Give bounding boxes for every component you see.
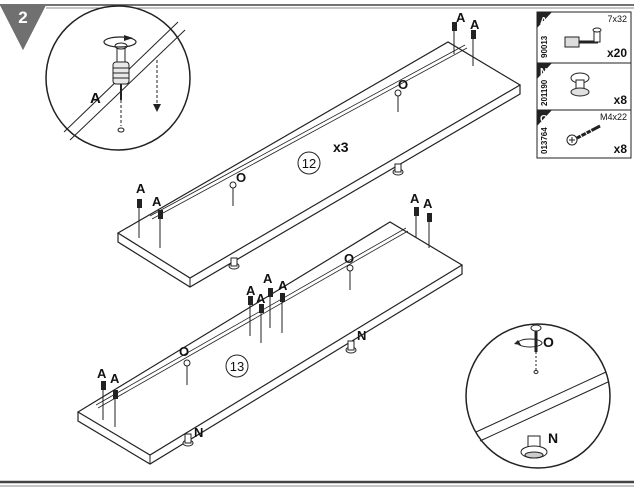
- step-badge: 2: [0, 5, 46, 50]
- cam-dowel-icon: [414, 207, 419, 238]
- callout-a: A: [263, 271, 273, 286]
- screw-icon: [346, 264, 354, 290]
- leveler-foot-icon: [228, 257, 240, 270]
- rotate-arrow-icon: [103, 35, 137, 48]
- down-arrow-icon: [153, 60, 161, 112]
- cam-dowel-icon: [101, 381, 106, 420]
- callout-o: O: [179, 344, 189, 359]
- cam-dowel-icon: [268, 288, 273, 328]
- leveler-foot-icon: [392, 163, 404, 176]
- screw-icon: [394, 89, 402, 112]
- callout-a: A: [152, 194, 162, 209]
- part-qty: x8: [614, 142, 628, 156]
- callout-o: O: [398, 77, 408, 92]
- part-size: 7x32: [607, 14, 627, 24]
- callout-a: A: [110, 371, 120, 386]
- panel-13: 13: [76, 221, 464, 465]
- part-code: 90013: [540, 35, 549, 58]
- callout-a: A: [97, 366, 107, 381]
- screw-icon: [566, 124, 601, 146]
- cam-dowel-icon: [112, 42, 130, 133]
- leveler-foot-icon: [345, 340, 357, 354]
- part-letter: N: [540, 67, 547, 78]
- cam-dowel-icon: [564, 27, 602, 48]
- cam-dowel-icon: [280, 293, 285, 333]
- callout-a: A: [410, 191, 420, 206]
- callout-a: A: [90, 90, 101, 107]
- callout-a: A: [256, 291, 266, 306]
- callout-a: A: [470, 17, 480, 32]
- callout-a: A: [456, 10, 466, 25]
- cam-dowel-icon: [113, 390, 118, 427]
- part-code: 201190: [540, 79, 549, 106]
- callout-n: N: [548, 430, 558, 446]
- callout-o: O: [236, 170, 246, 185]
- cam-dowel-icon: [248, 296, 253, 336]
- dowel-detail-circle: A: [45, 5, 191, 151]
- panel-number: 13: [230, 359, 244, 374]
- panel-number: 12: [302, 156, 316, 171]
- callout-o: O: [344, 251, 354, 266]
- callout-a: A: [423, 196, 433, 211]
- part-letter: A: [540, 16, 547, 27]
- part-letter: O: [540, 114, 548, 125]
- part-qty: x20: [607, 46, 627, 60]
- leveler-foot-icon: [182, 433, 194, 447]
- screw-icon: [183, 359, 191, 385]
- fittings: A A O O A A A A O A A A A O A A: [97, 10, 480, 440]
- panel-12: 12 x3: [116, 41, 522, 288]
- callout-a: A: [136, 181, 146, 196]
- panel-multiplier: x3: [333, 139, 349, 155]
- parts-legend: A 90013 7x32 x20 N 201190 x8: [536, 11, 632, 159]
- cam-dowel-icon: [452, 22, 457, 54]
- rotate-arrow-icon: [514, 338, 543, 348]
- cam-dowel-icon: [158, 210, 163, 248]
- part-o-box: O 013764 M4x22 x8: [536, 109, 632, 159]
- callout-n: N: [194, 425, 203, 440]
- part-n-box: N 201190 x8: [536, 62, 632, 111]
- leveler-foot-icon: [520, 435, 548, 459]
- cam-dowel-icon: [471, 30, 476, 66]
- cam-dowel-icon: [259, 304, 264, 343]
- part-code: 013764: [540, 127, 549, 154]
- callout-a: A: [246, 283, 256, 298]
- callout-o: O: [543, 334, 554, 350]
- part-size: M4x22: [600, 112, 627, 122]
- part-qty: x8: [614, 93, 628, 107]
- screw-icon: [229, 181, 237, 206]
- foot-detail-circle: O N: [465, 323, 611, 469]
- part-a-box: A 90013 7x32 x20: [536, 11, 632, 64]
- step-number: 2: [18, 8, 27, 27]
- cam-dowel-icon: [427, 213, 432, 248]
- cam-dowel-icon: [137, 199, 142, 238]
- leveler-foot-icon: [570, 72, 590, 97]
- page-border: [0, 4, 634, 487]
- callout-n: N: [357, 328, 366, 343]
- screw-icon: [530, 324, 542, 374]
- callout-a: A: [278, 278, 288, 293]
